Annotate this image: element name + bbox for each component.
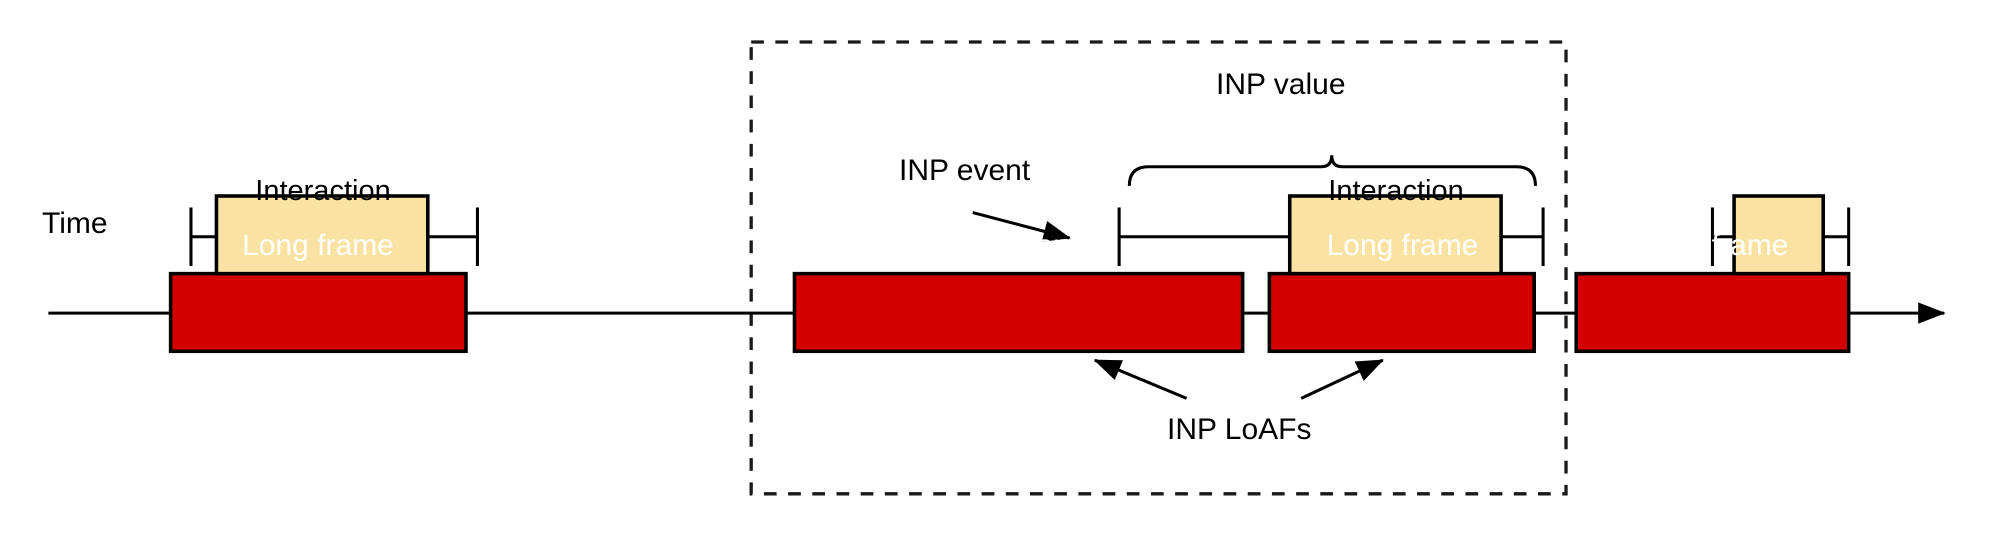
long-frame-label: Long frame <box>242 229 394 262</box>
long-frame-label: Long frame <box>943 229 1095 262</box>
inp-event-label: INP event <box>899 154 1031 187</box>
inp-loafs-right-arrow <box>1300 358 1385 400</box>
inp-loafs-left-arrow <box>1093 358 1188 400</box>
inp-event-arrow <box>972 211 1071 242</box>
interaction-box <box>1732 194 1825 276</box>
interaction-label: Interaction <box>255 175 391 207</box>
inp-region-dashed-box <box>749 40 1568 496</box>
right-interaction-bracket <box>1710 207 1851 266</box>
long-frame-box <box>1574 271 1851 354</box>
long-frame-label: Long frame <box>1636 229 1789 262</box>
long-frame-box <box>1267 271 1536 354</box>
inp-loafs-label: INP LoAFs <box>1167 413 1312 446</box>
long-frame-box <box>792 271 1245 354</box>
long-frame-label: Long frame <box>1326 229 1479 262</box>
time-axis-label: Time <box>42 207 108 240</box>
interaction-box <box>1287 194 1503 276</box>
center-interaction-bracket <box>1117 207 1545 266</box>
interaction-box <box>214 194 430 276</box>
long-frame-box <box>168 271 468 354</box>
inp-value-label: INP value <box>1216 68 1346 101</box>
interaction-label: Interaction <box>1328 175 1464 207</box>
